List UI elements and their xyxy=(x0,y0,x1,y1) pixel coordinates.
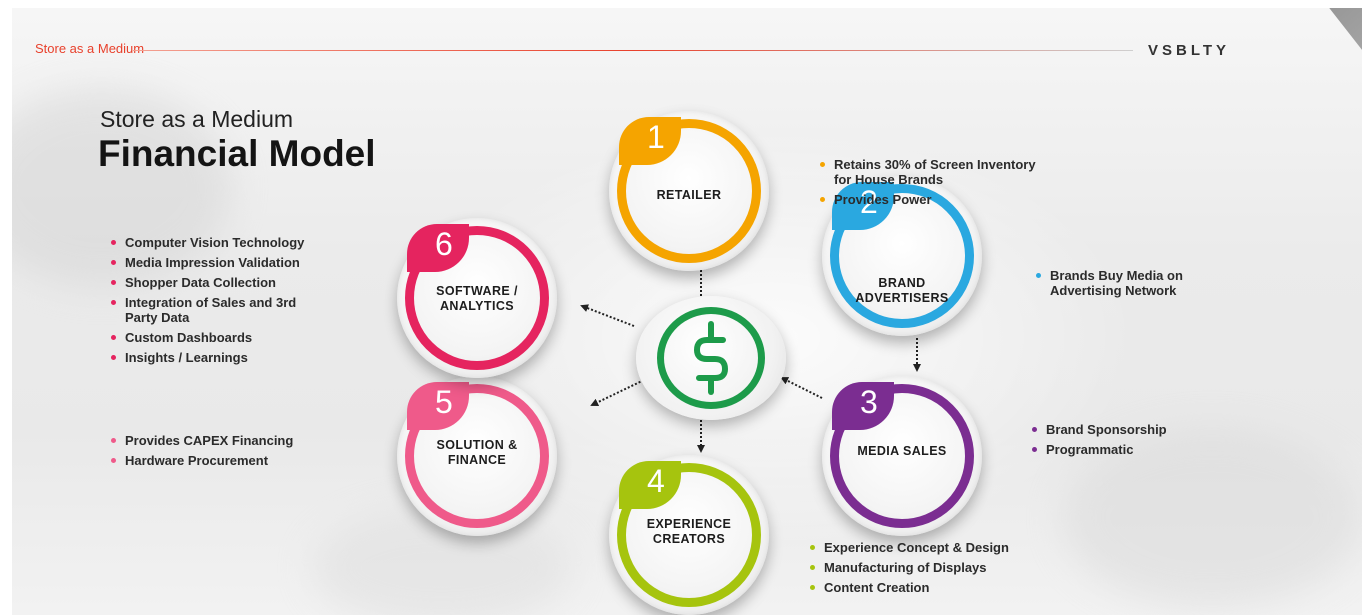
node-label-line: RETAILER xyxy=(656,188,722,202)
connector-arrows xyxy=(580,250,921,453)
node-number: 2 xyxy=(860,184,878,220)
node-solution-finance: 5 SOLUTION & FINANCE xyxy=(397,376,557,536)
node-label-line: FINANCE xyxy=(447,453,507,467)
header-title: Store as a Medium xyxy=(35,41,145,56)
node-ring xyxy=(405,384,549,528)
background-blur xyxy=(1062,428,1362,608)
list-item: Custom Dashboards xyxy=(111,330,381,345)
list-item: Programmatic xyxy=(1032,442,1252,457)
node-number: 5 xyxy=(435,384,453,420)
node-software-analytics: 6 SOFTWARE / ANALYTICS xyxy=(397,218,557,378)
node-label-line: MEDIA SALES xyxy=(857,444,947,458)
node-retailer: 1 RETAILER xyxy=(609,111,769,271)
node-number: 1 xyxy=(647,119,665,155)
dollar-icon xyxy=(694,321,728,395)
node-label: MEDIA SALES xyxy=(828,444,976,459)
slide: Store as a Medium VSBLTY Store as a Medi… xyxy=(12,8,1362,615)
retailer-bullets: Retains 30% of Screen Inventory for Hous… xyxy=(820,157,1080,212)
solution-finance-bullets: Provides CAPEX Financing Hardware Procur… xyxy=(111,433,351,473)
node-label-line: BRAND xyxy=(878,276,926,290)
page-subtitle: Store as a Medium xyxy=(100,106,294,132)
header-divider xyxy=(133,50,1133,51)
node-number: 6 xyxy=(435,226,453,262)
node-label: EXPERIENCE CREATORS xyxy=(615,517,763,547)
software-analytics-bullets: Computer Vision Technology Media Impress… xyxy=(111,235,381,370)
node-brand-advertisers: 2 BRAND ADVERTISERS xyxy=(822,176,982,336)
list-item: Provides Power xyxy=(820,192,1080,207)
node-label-line: EXPERIENCE xyxy=(646,517,732,531)
arrow-from-media-sales xyxy=(780,377,823,399)
node-number: 4 xyxy=(647,463,665,499)
list-item: Insights / Learnings xyxy=(111,350,381,365)
list-item: Brands Buy Media on Advertising Network xyxy=(1036,268,1241,298)
node-ring xyxy=(830,384,974,528)
center-ring xyxy=(657,307,765,409)
node-label-line: SOLUTION & xyxy=(436,438,518,452)
list-item: Brand Sponsorship xyxy=(1032,422,1252,437)
brand-logo: VSBLTY xyxy=(1148,42,1231,59)
node-label: BRAND ADVERTISERS xyxy=(828,276,976,306)
page-title: Financial Model xyxy=(98,133,376,174)
list-item: Retains 30% of Screen Inventory for Hous… xyxy=(820,157,1050,187)
list-item: Content Creation xyxy=(810,580,1090,595)
node-number: 3 xyxy=(860,384,878,420)
center-node xyxy=(636,296,786,420)
list-item: Experience Concept & Design xyxy=(810,540,1090,555)
arrow-to-software-analytics xyxy=(580,304,635,327)
list-item: Media Impression Validation xyxy=(111,255,381,270)
node-label: SOFTWARE / ANALYTICS xyxy=(403,284,551,314)
list-item: Provides CAPEX Financing xyxy=(111,433,351,448)
node-experience-creators: 4 EXPERIENCE CREATORS xyxy=(609,455,769,615)
background-blur xyxy=(12,88,232,288)
brand-advertisers-bullets: Brands Buy Media on Advertising Network xyxy=(1036,268,1246,303)
list-item: Hardware Procurement xyxy=(111,453,351,468)
list-item: Computer Vision Technology xyxy=(111,235,381,250)
node-label-line: CREATORS xyxy=(652,532,726,546)
node-label-line: ANALYTICS xyxy=(440,299,514,313)
node-label-line: ADVERTISERS xyxy=(855,291,949,305)
node-label: SOLUTION & FINANCE xyxy=(403,438,551,468)
media-sales-bullets: Brand Sponsorship Programmatic xyxy=(1032,422,1252,462)
experience-creators-bullets: Experience Concept & Design Manufacturin… xyxy=(810,540,1090,600)
node-label-line: SOFTWARE / xyxy=(436,284,518,298)
node-label: RETAILER xyxy=(615,188,763,203)
list-item: Integration of Sales and 3rd Party Data xyxy=(111,295,331,325)
node-media-sales: 3 MEDIA SALES xyxy=(822,376,982,536)
number-tab: 4 xyxy=(619,461,681,509)
list-item: Manufacturing of Displays xyxy=(810,560,1090,575)
arrow-to-solution-finance xyxy=(590,379,645,407)
list-item: Shopper Data Collection xyxy=(111,275,381,290)
